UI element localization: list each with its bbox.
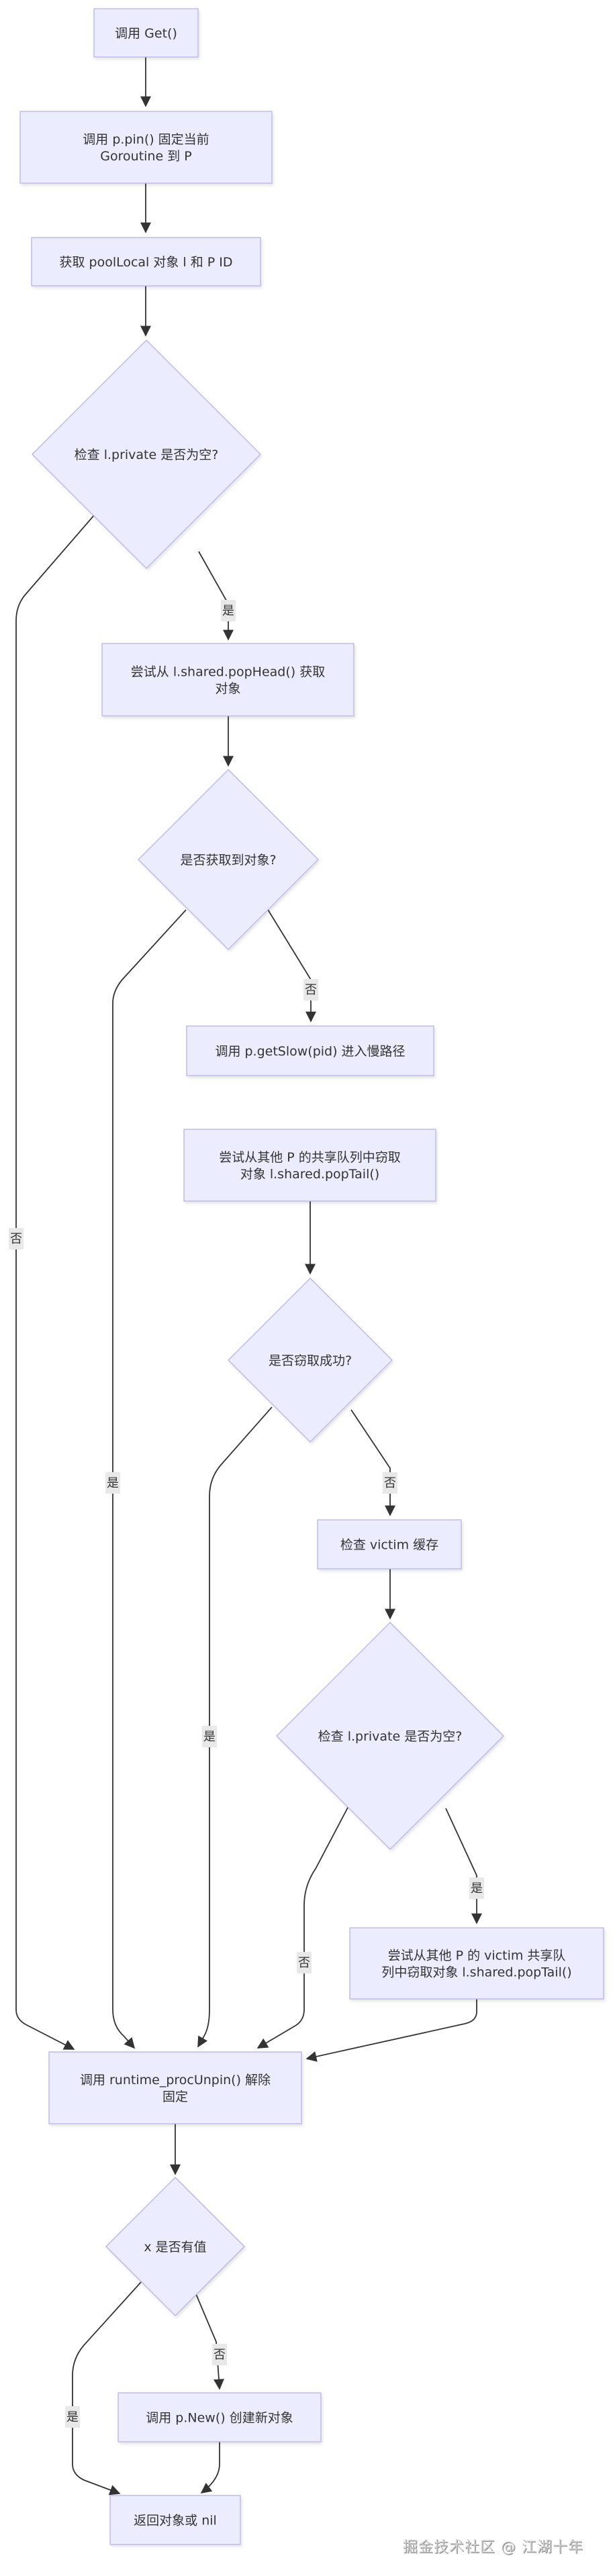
node-check-private: 检查 l.private 是否为空? xyxy=(32,340,261,569)
process-box xyxy=(317,1519,462,1569)
node-label: 检查 victim 缓存 xyxy=(340,1538,438,1553)
decision-diamond xyxy=(276,1622,504,1850)
edge-label-text: 否 xyxy=(384,1476,396,1490)
node-label: 列中窃取对象 l.shared.popTail() xyxy=(381,1965,571,1980)
node-label: 是否获取到对象? xyxy=(180,853,276,868)
node-label: 对象 xyxy=(215,682,240,697)
decision-diamond xyxy=(105,2177,245,2316)
process-box xyxy=(117,2392,322,2442)
process-box xyxy=(186,1025,434,1076)
node-got-obj: 是否获取到对象? xyxy=(138,769,319,950)
node-label: 对象 l.shared.popTail() xyxy=(240,1167,379,1182)
decision-diamond xyxy=(228,1278,393,1443)
watermark: 掘金技术社区 @ 江湖十年 xyxy=(403,2539,583,2556)
edge-label: 否 xyxy=(212,2344,227,2365)
edge-got-obj-to-getslow xyxy=(267,908,316,1023)
node-label: 返回对象或 nil xyxy=(134,2514,217,2528)
node-label: 尝试从其他 P 的 victim 共享队 xyxy=(388,1949,566,1963)
edge-label-text: 否 xyxy=(10,1232,22,1246)
edge-label: 是 xyxy=(105,1472,120,1494)
edge-has-x-to-ret xyxy=(72,2281,142,2495)
edge-label: 否 xyxy=(303,979,318,1000)
node-local: 获取 poolLocal 对象 l 和 P ID xyxy=(31,237,261,287)
process-box xyxy=(31,237,261,287)
edge-label: 是 xyxy=(202,1726,217,1747)
edge-label-text: 是 xyxy=(107,1476,119,1490)
node-label: 调用 p.pin() 固定当前 xyxy=(83,132,209,147)
node-ret: 返回对象或 nil xyxy=(109,2495,241,2545)
decision-diamond xyxy=(32,340,261,569)
edge-label-text: 是 xyxy=(471,1882,483,1896)
edge-check-private-to-unpin xyxy=(15,515,95,2050)
node-pin: 调用 p.pin() 固定当前 Goroutine 到 P xyxy=(19,111,273,184)
node-steal-ok: 是否窃取成功? xyxy=(228,1278,393,1443)
node-label: 是否窃取成功? xyxy=(269,1353,352,1368)
node-has-x: x 是否有值 xyxy=(105,2177,245,2316)
node-get: 调用 Get() xyxy=(93,8,199,58)
edge-steal-ok-to-unpin xyxy=(197,1406,273,2048)
node-label: 调用 runtime_procUnpin() 解除 xyxy=(80,2073,271,2088)
node-label: x 是否有值 xyxy=(144,2240,206,2255)
edge-label-text: 是 xyxy=(222,604,234,618)
edge-label-text: 否 xyxy=(305,983,317,997)
node-label: 调用 p.getSlow(pid) 进入慢路径 xyxy=(215,1044,405,1059)
process-box xyxy=(183,1129,436,1202)
process-box xyxy=(109,2495,241,2545)
edge-labels-layer: 是否否是否是是否否是 xyxy=(9,600,484,2428)
edge-label-text: 否 xyxy=(298,1956,310,1970)
node-label: 尝试从 l.shared.popHead() 获取 xyxy=(131,665,325,680)
process-box xyxy=(101,643,354,717)
node-check-private2: 检查 l.private 是否为空? xyxy=(276,1622,504,1850)
process-box xyxy=(93,8,199,58)
edge-label-text: 是 xyxy=(203,1730,216,1744)
process-box xyxy=(349,1927,604,2000)
node-label: 检查 l.private 是否为空? xyxy=(318,1729,463,1744)
node-label: 调用 p.New() 创建新对象 xyxy=(146,2411,293,2426)
edge-label: 是 xyxy=(221,600,236,621)
edge-label: 否 xyxy=(9,1228,23,1249)
edge-check-private2-to-victim-steal xyxy=(445,1808,482,1924)
node-new: 调用 p.New() 创建新对象 xyxy=(117,2392,322,2442)
edge-victim-steal-to-unpin xyxy=(305,1999,477,2062)
node-getslow: 调用 p.getSlow(pid) 进入慢路径 xyxy=(186,1025,434,1076)
edge-label: 是 xyxy=(65,2406,80,2428)
process-box xyxy=(48,2051,302,2124)
node-label: 固定 xyxy=(162,2090,188,2104)
node-label: 调用 Get() xyxy=(115,26,177,41)
process-box xyxy=(19,111,273,184)
node-victim: 检查 victim 缓存 xyxy=(317,1519,462,1569)
node-label: Goroutine 到 P xyxy=(100,149,191,164)
edge-label: 否 xyxy=(297,1952,312,1973)
edge-label-text: 否 xyxy=(214,2348,226,2362)
edge-steal-ok-to-victim xyxy=(350,1409,395,1516)
decision-diamond xyxy=(138,769,319,950)
edge-has-x-to-new xyxy=(195,2294,224,2390)
node-label: 检查 l.private 是否为空? xyxy=(75,448,219,462)
edge-label-text: 是 xyxy=(66,2410,79,2424)
node-label: 获取 poolLocal 对象 l 和 P ID xyxy=(59,255,232,270)
edge-got-obj-to-unpin xyxy=(112,909,187,2049)
nodes-layer: 调用 Get() 调用 p.pin() 固定当前 Goroutine 到 P 获取 p… xyxy=(19,8,604,2545)
edge-label: 否 xyxy=(383,1472,397,1494)
edge-new-to-ret xyxy=(200,2442,220,2493)
edge-check-private2-to-unpin xyxy=(256,1804,350,2049)
node-label: 尝试从其他 P 的共享队列中窃取 xyxy=(219,1150,401,1165)
edge-check-private-to-pophead xyxy=(198,551,234,641)
edge-label: 是 xyxy=(469,1877,484,1899)
